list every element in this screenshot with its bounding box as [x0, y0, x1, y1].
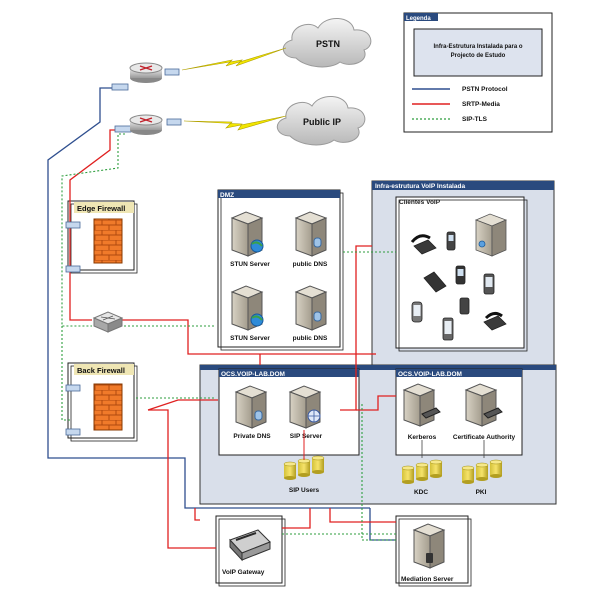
desk-phone-icon — [483, 311, 507, 331]
pstn-cloud: PSTN — [282, 18, 372, 68]
back-firewall-label: Back Firewall — [77, 366, 125, 375]
mobile-phone-icon — [483, 273, 495, 295]
mobile-phone-icon — [446, 231, 456, 251]
sip-server-icon — [288, 385, 322, 429]
private-dns-server-icon — [234, 385, 268, 429]
public-ip-cloud: Public IP — [276, 96, 366, 146]
gateway-icon — [229, 529, 271, 562]
mobile-phone-icon — [423, 271, 447, 293]
router-icon — [129, 114, 163, 135]
legend-item-srtp: SRTP-Media — [462, 101, 500, 108]
legend-item-sip: SIP-TLS — [462, 116, 488, 123]
mobile-phone-icon — [455, 265, 466, 285]
dmz-server-label: public DNS — [293, 261, 328, 268]
kerberos-server-icon — [402, 383, 441, 427]
desk-phone-icon — [410, 234, 437, 255]
gateway-label: VoIP Gateway — [222, 569, 265, 576]
legend-title-1: Infra-Estrutura Instalada para o — [433, 44, 522, 50]
pki-label: PKI — [476, 489, 487, 496]
stun-server-icon — [230, 211, 264, 257]
database-icon — [461, 440, 503, 484]
switch-icon — [92, 311, 124, 333]
legend-header: Legenda — [406, 16, 431, 22]
ocs-server-label: Kerberos — [408, 434, 437, 441]
dmz-server-label: STUN Server — [230, 261, 270, 268]
ocs-server-label: Private DNS — [233, 433, 271, 440]
dmz-server-label: STUN Server — [230, 335, 270, 342]
lightning-icon — [183, 115, 287, 131]
kdc-label: KDC — [414, 489, 428, 496]
clients-label: Clientes VoIP — [399, 199, 441, 206]
sip-users-label: SIP Users — [289, 487, 320, 494]
client-devices — [410, 213, 508, 341]
legend-title-2: Projecto de Estudo — [451, 53, 506, 59]
edge-firewall-label: Edge Firewall — [77, 204, 125, 213]
dns-server-icon — [294, 285, 328, 331]
ocs-right-label: OCS.VOIP-LAB.DOM — [398, 371, 462, 378]
router-icon — [129, 62, 163, 83]
ocs-left-label: OCS.VOIP-LAB.DOM — [221, 371, 285, 378]
public-ip-label: Public IP — [303, 117, 341, 127]
mobile-phone-icon — [411, 301, 423, 323]
stun-server-icon — [230, 285, 264, 331]
database-icon — [401, 440, 443, 484]
pstn-label: PSTN — [316, 39, 340, 49]
firewall-icon — [93, 383, 123, 431]
infra-header — [372, 181, 554, 190]
ocs-server-label: SIP Server — [290, 433, 323, 440]
legend-title-box — [413, 28, 543, 77]
dns-server-icon — [294, 211, 328, 257]
certificate-authority-server-icon — [464, 383, 503, 427]
database-icon — [283, 430, 325, 480]
infra-label: Infra-estrutura VoIP Instalada — [375, 183, 465, 190]
mobile-phone-icon — [442, 317, 454, 341]
mediation-server-icon — [412, 523, 446, 569]
legend-item-pstn: PSTN Protocol — [462, 86, 508, 93]
connections — [47, 87, 396, 549]
dmz-server-label: public DNS — [293, 335, 328, 342]
mobile-phone-icon — [459, 297, 470, 315]
firewall-icon — [93, 218, 123, 264]
pc-icon — [474, 213, 508, 257]
ocs-server-label: Certificate Authority — [453, 434, 516, 441]
mediation-label: Mediation Server — [401, 576, 454, 583]
dmz-label: DMZ — [220, 192, 234, 199]
port-modules — [65, 68, 182, 436]
lightning-icon — [181, 47, 287, 71]
